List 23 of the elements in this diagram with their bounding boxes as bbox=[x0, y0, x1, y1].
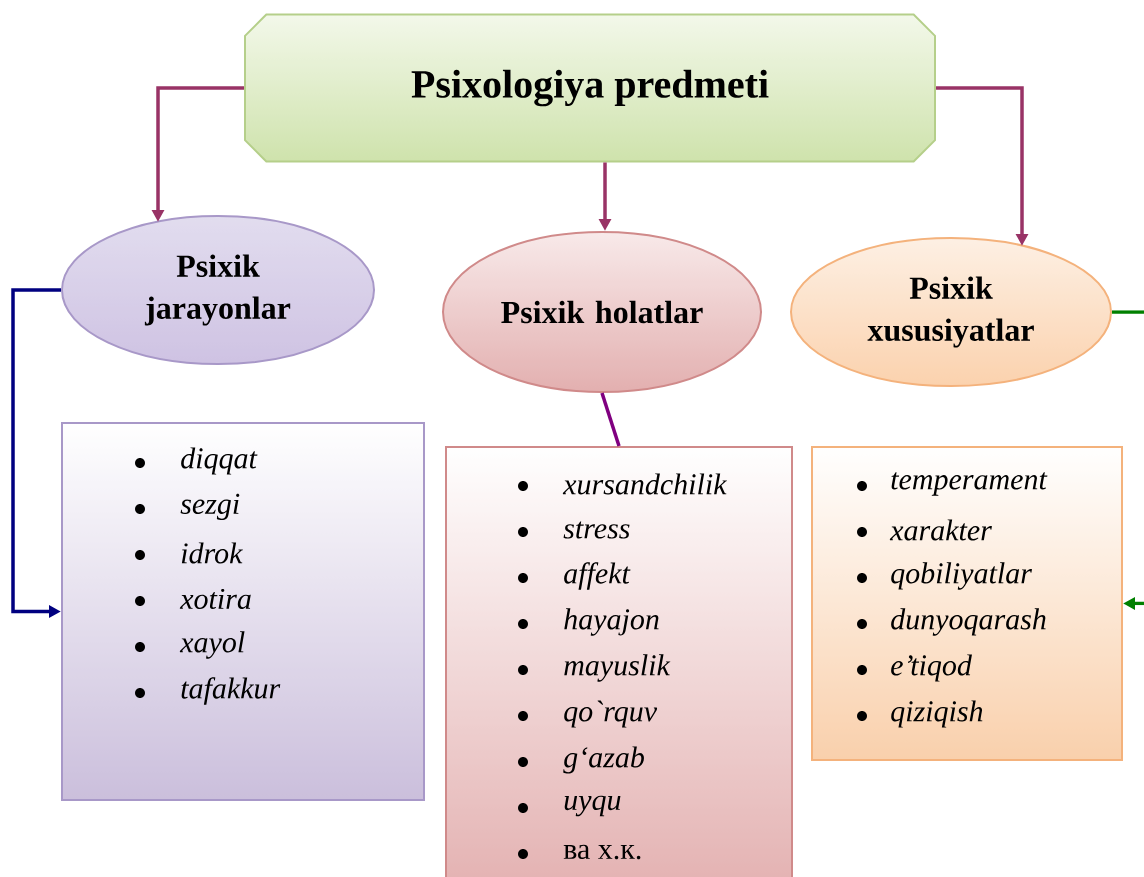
title-octagon: Psixologiya predmeti bbox=[244, 13, 936, 163]
list-item: xayol bbox=[179, 631, 245, 659]
list-item: qiziqish bbox=[891, 700, 983, 728]
list-item: affekt bbox=[564, 562, 631, 590]
list-item: diqqat bbox=[181, 447, 258, 475]
list-item: xarakter bbox=[889, 519, 992, 541]
list-item: sezgi bbox=[180, 493, 240, 521]
list-item: idrok bbox=[181, 542, 243, 564]
list-item: uyqu bbox=[564, 795, 621, 817]
list-item: qobiliyatlar bbox=[891, 562, 1032, 590]
list-item: hayajon bbox=[564, 608, 659, 636]
list-item: e’tiqod bbox=[891, 654, 972, 682]
arrow bbox=[1112, 310, 1144, 610]
list-item: mayuslik bbox=[564, 654, 671, 682]
list-item: ва х.к. bbox=[563, 844, 641, 860]
list-item: xursandchilik bbox=[562, 473, 727, 495]
list-item: stress bbox=[563, 521, 630, 539]
list-item: g‘azab bbox=[563, 746, 644, 774]
list-item: qo`rquv bbox=[564, 700, 658, 728]
list-item: tafakkur bbox=[181, 677, 281, 705]
list-item: dunyoqarash bbox=[891, 608, 1046, 636]
list-item: xotira bbox=[179, 588, 251, 610]
list-item: temperament bbox=[891, 472, 1048, 496]
